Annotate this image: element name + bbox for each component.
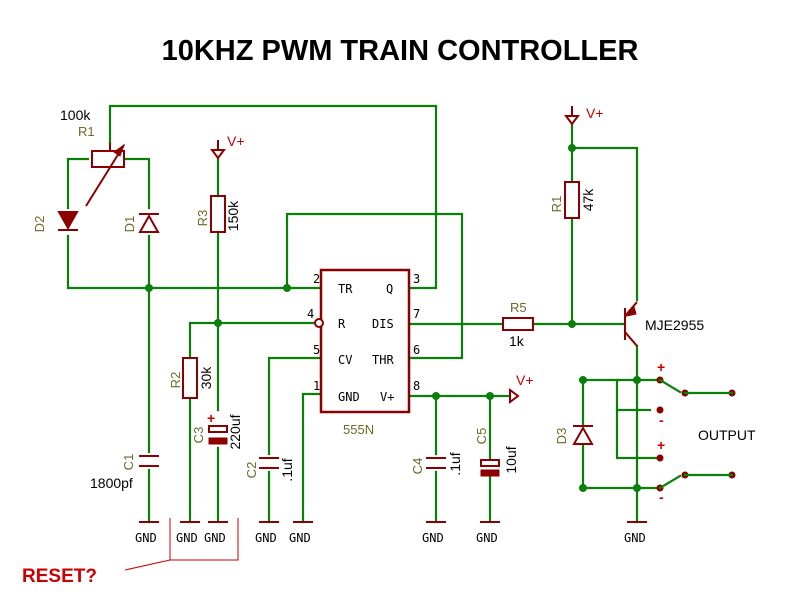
- gnd-label-8: GND: [624, 531, 646, 545]
- pin-label-dis: DIS: [372, 317, 394, 331]
- pin-num-5: 5: [313, 343, 320, 357]
- supply-symbols: V+ V+ V+: [210, 105, 604, 404]
- r3-value: 150k: [225, 200, 241, 231]
- capacitor-c3: + C3 220uf: [191, 410, 243, 450]
- output-switch: + - + - OUTPUT: [656, 359, 756, 505]
- d1-ref: D1: [122, 216, 137, 233]
- capacitor-c5: C5 10uf: [474, 428, 519, 477]
- pin-num-8: 8: [413, 379, 420, 393]
- resistor-r2: R2 30k: [168, 357, 214, 399]
- diode-d3: D3: [554, 425, 594, 445]
- wires: [66, 104, 662, 524]
- c1-ref: C1: [121, 454, 136, 471]
- reset-label: RESET?: [22, 566, 97, 587]
- pin-label-thr: THR: [372, 353, 394, 367]
- gnd-label-5: GND: [289, 531, 311, 545]
- gnd-label-6: GND: [422, 531, 444, 545]
- pin-num-6: 6: [413, 343, 420, 357]
- c4-ref: C4: [410, 458, 425, 475]
- ic-555: TR Q R DIS CV THR GND V+ 2 3 4 7 5 6 1 8…: [307, 268, 420, 437]
- out-minus-top: -: [659, 412, 664, 428]
- c5-value: 10uf: [503, 446, 519, 473]
- vplus-label-3: V+: [516, 372, 534, 388]
- pin-num-2: 2: [313, 272, 320, 286]
- vplus-label-1: V+: [227, 133, 245, 149]
- junction-dots: [145, 144, 641, 492]
- c4-value: .1uf: [447, 452, 463, 475]
- vplus-label-2: V+: [586, 105, 604, 121]
- out-minus-bottom: -: [659, 489, 664, 505]
- pin-label-gnd: GND: [338, 390, 360, 404]
- r1-right-ref: R1: [549, 196, 564, 213]
- pin-label-r: R: [338, 317, 346, 331]
- diode-d2: D2: [32, 211, 79, 233]
- d3-ref: D3: [554, 428, 569, 445]
- c3-plus: +: [207, 410, 215, 426]
- resistor-r3: R3 150k: [195, 195, 241, 233]
- out-plus-bottom: +: [657, 437, 665, 453]
- reset-annotation: RESET?: [22, 518, 239, 587]
- pin-label-tr: TR: [338, 282, 353, 296]
- c2-ref: C2: [244, 462, 259, 479]
- pin-num-3: 3: [413, 272, 420, 286]
- ground-symbols: GND GND GND GND GND GND GND GND: [135, 521, 647, 545]
- out-plus-top: +: [657, 359, 665, 375]
- transistor-mje2955: MJE2955: [624, 301, 704, 347]
- transistor-value: MJE2955: [645, 317, 704, 333]
- r5-value: 1k: [509, 333, 525, 349]
- gnd-label-3: GND: [204, 531, 226, 545]
- diode-d1: D1: [122, 213, 160, 233]
- resistor-r1-47k: R1 47k: [549, 181, 596, 219]
- c3-value: 220uf: [227, 414, 243, 449]
- potentiometer-r1: 100k R1: [60, 107, 126, 207]
- c1-value: 1800pf: [90, 475, 133, 491]
- pin-label-vplus: V+: [380, 390, 394, 404]
- pot-ref: R1: [78, 124, 95, 139]
- ic-name: 555N: [343, 422, 374, 437]
- capacitor-c2: C2 .1uf: [244, 457, 295, 482]
- pin-label-q: Q: [386, 282, 393, 296]
- r5-ref: R5: [510, 300, 527, 315]
- gnd-label-4: GND: [255, 531, 277, 545]
- c2-value: .1uf: [279, 458, 295, 481]
- r3-ref: R3: [195, 210, 210, 227]
- capacitor-c1: C1 1800pf: [90, 454, 159, 491]
- pin-label-cv: CV: [338, 353, 352, 367]
- r1-right-value: 47k: [580, 188, 596, 212]
- resistor-r5: R5 1k: [502, 300, 534, 349]
- pot-value: 100k: [60, 107, 91, 123]
- gnd-label-2: GND: [176, 531, 198, 545]
- pin-num-4: 4: [307, 307, 314, 321]
- pin-num-1: 1: [313, 379, 320, 393]
- r2-value: 30k: [198, 366, 214, 390]
- gnd-label-7: GND: [476, 531, 498, 545]
- c3-ref: C3: [191, 427, 206, 444]
- c5-ref: C5: [474, 428, 489, 445]
- capacitor-c4: C4 .1uf: [410, 452, 463, 475]
- diagram-title: 10KHZ PWM TRAIN CONTROLLER: [162, 35, 639, 67]
- d2-ref: D2: [32, 216, 47, 233]
- r2-ref: R2: [168, 372, 183, 389]
- pin-num-7: 7: [413, 307, 420, 321]
- gnd-label-1: GND: [135, 531, 157, 545]
- output-label: OUTPUT: [698, 427, 756, 443]
